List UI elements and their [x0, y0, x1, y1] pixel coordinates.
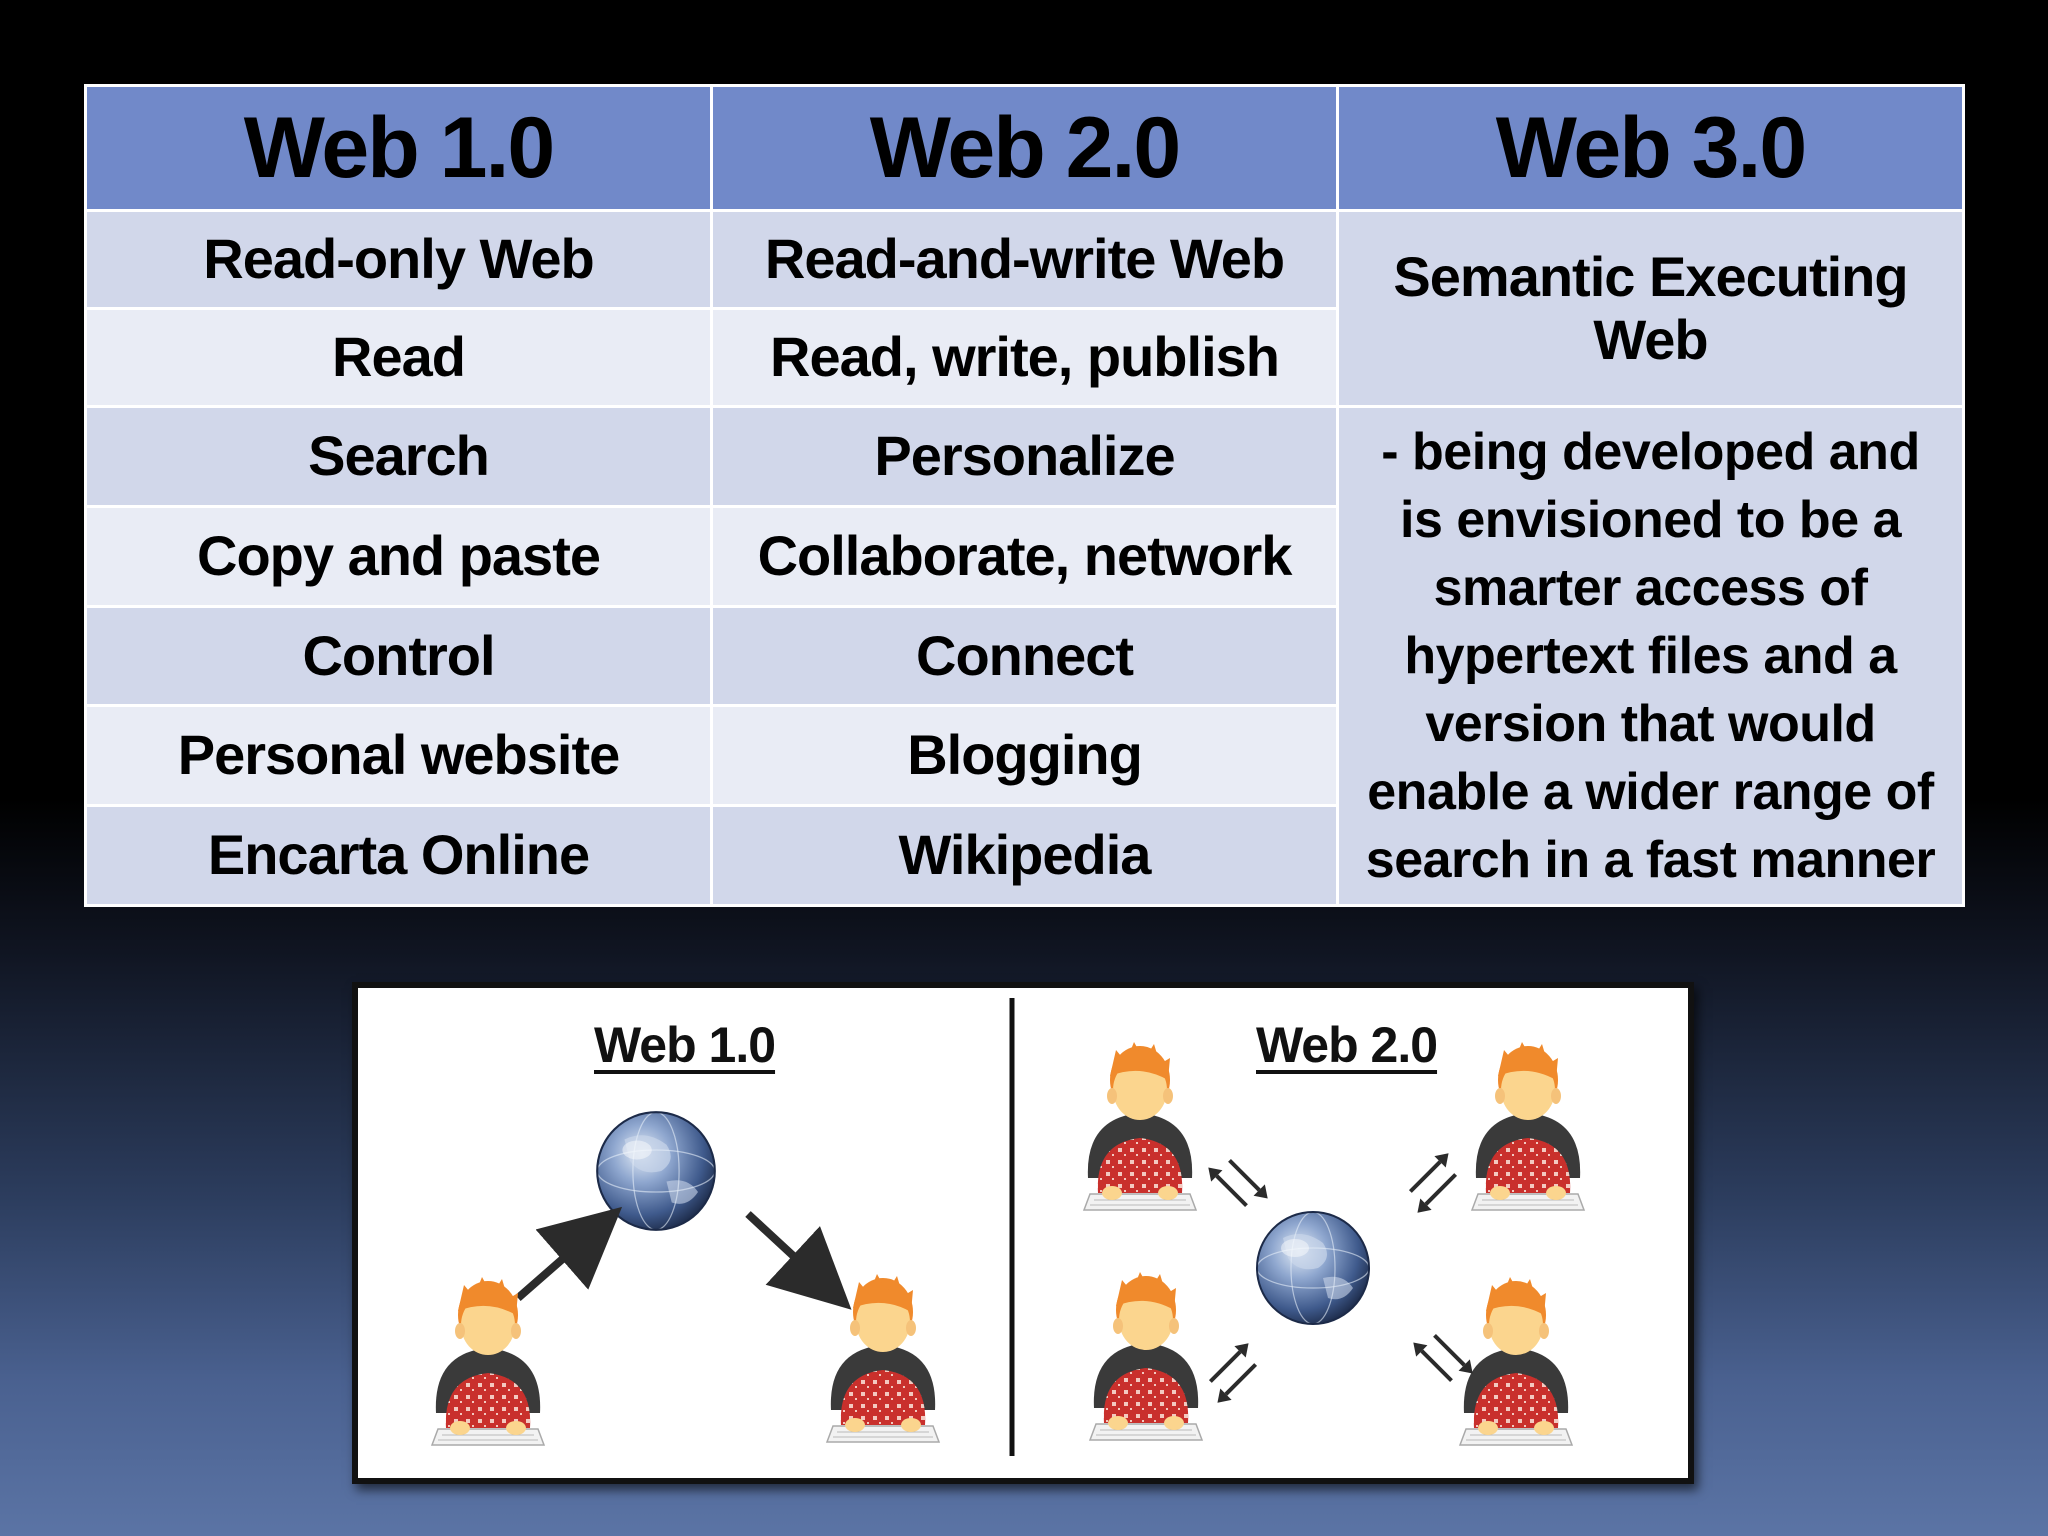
- person-at-keyboard-icon: [1089, 1271, 1203, 1441]
- globe-icon: [596, 1111, 716, 1231]
- bidirectional-arrows-icon: [1398, 1148, 1469, 1219]
- table-row: Search Personalize - being developed and…: [84, 405, 1965, 907]
- cell-web1: Personal website: [84, 704, 713, 808]
- person-at-keyboard-icon: [826, 1273, 940, 1443]
- header-web1: Web 1.0: [84, 84, 713, 212]
- table-row: Personal website Blogging: [84, 704, 1964, 808]
- illustration-title-web1: Web 1.0: [594, 1017, 776, 1073]
- cell-web1: Control: [84, 604, 713, 708]
- table-row: Read Read, write, publish: [84, 307, 1964, 408]
- table-row: Control Connect: [84, 604, 1964, 708]
- table-row: Read-only Web Read-and-write Web Semanti…: [84, 209, 1965, 408]
- cell-web2: Blogging: [710, 704, 1339, 808]
- header-web2: Web 2.0: [710, 84, 1339, 212]
- cell-web1: Encarta Online: [84, 804, 713, 907]
- person-at-keyboard-icon: [431, 1276, 545, 1446]
- globe-icon: [1256, 1211, 1370, 1325]
- illustration-title-web2: Web 2.0: [1256, 1017, 1438, 1073]
- person-at-keyboard-icon: [1083, 1041, 1197, 1211]
- bidirectional-arrows-icon: [1198, 1338, 1269, 1409]
- header-web3: Web 3.0: [1336, 84, 1965, 212]
- table-row: Encarta Online Wikipedia: [84, 804, 1964, 907]
- arrow-icon: [515, 1206, 623, 1302]
- cell-web2: Wikipedia: [710, 804, 1339, 907]
- cell-web3-description: - being developed and is envisioned to b…: [1336, 405, 1965, 907]
- cell-web2: Connect: [710, 604, 1339, 708]
- cell-web3-summary: Semantic Executing Web: [1336, 209, 1965, 408]
- cell-web1: Read: [84, 307, 713, 408]
- cell-web1: Search: [84, 405, 713, 508]
- cell-web2: Collaborate, network: [710, 504, 1339, 608]
- header-row: Web 1.0 Web 2.0 Web 3.0: [84, 84, 1965, 212]
- illustration-canvas: [431, 998, 1585, 1456]
- cell-web2: Read-and-write Web: [710, 209, 1339, 310]
- bidirectional-arrows-icon: [1203, 1148, 1274, 1219]
- cell-web2: Personalize: [710, 405, 1339, 508]
- person-at-keyboard-icon: [1471, 1041, 1585, 1211]
- arrow-icon: [745, 1211, 852, 1310]
- web-illustration: Web 1.0 Web 2.0: [352, 982, 1694, 1484]
- cell-web2: Read, write, publish: [710, 307, 1339, 408]
- table-row: Copy and paste Collaborate, network: [84, 504, 1964, 608]
- person-at-keyboard-icon: [1459, 1276, 1573, 1446]
- cell-web1: Read-only Web: [84, 209, 713, 310]
- cell-web1: Copy and paste: [84, 504, 713, 608]
- web-comparison-table: Web 1.0 Web 2.0 Web 3.0 Read-only Web Re…: [84, 84, 1965, 907]
